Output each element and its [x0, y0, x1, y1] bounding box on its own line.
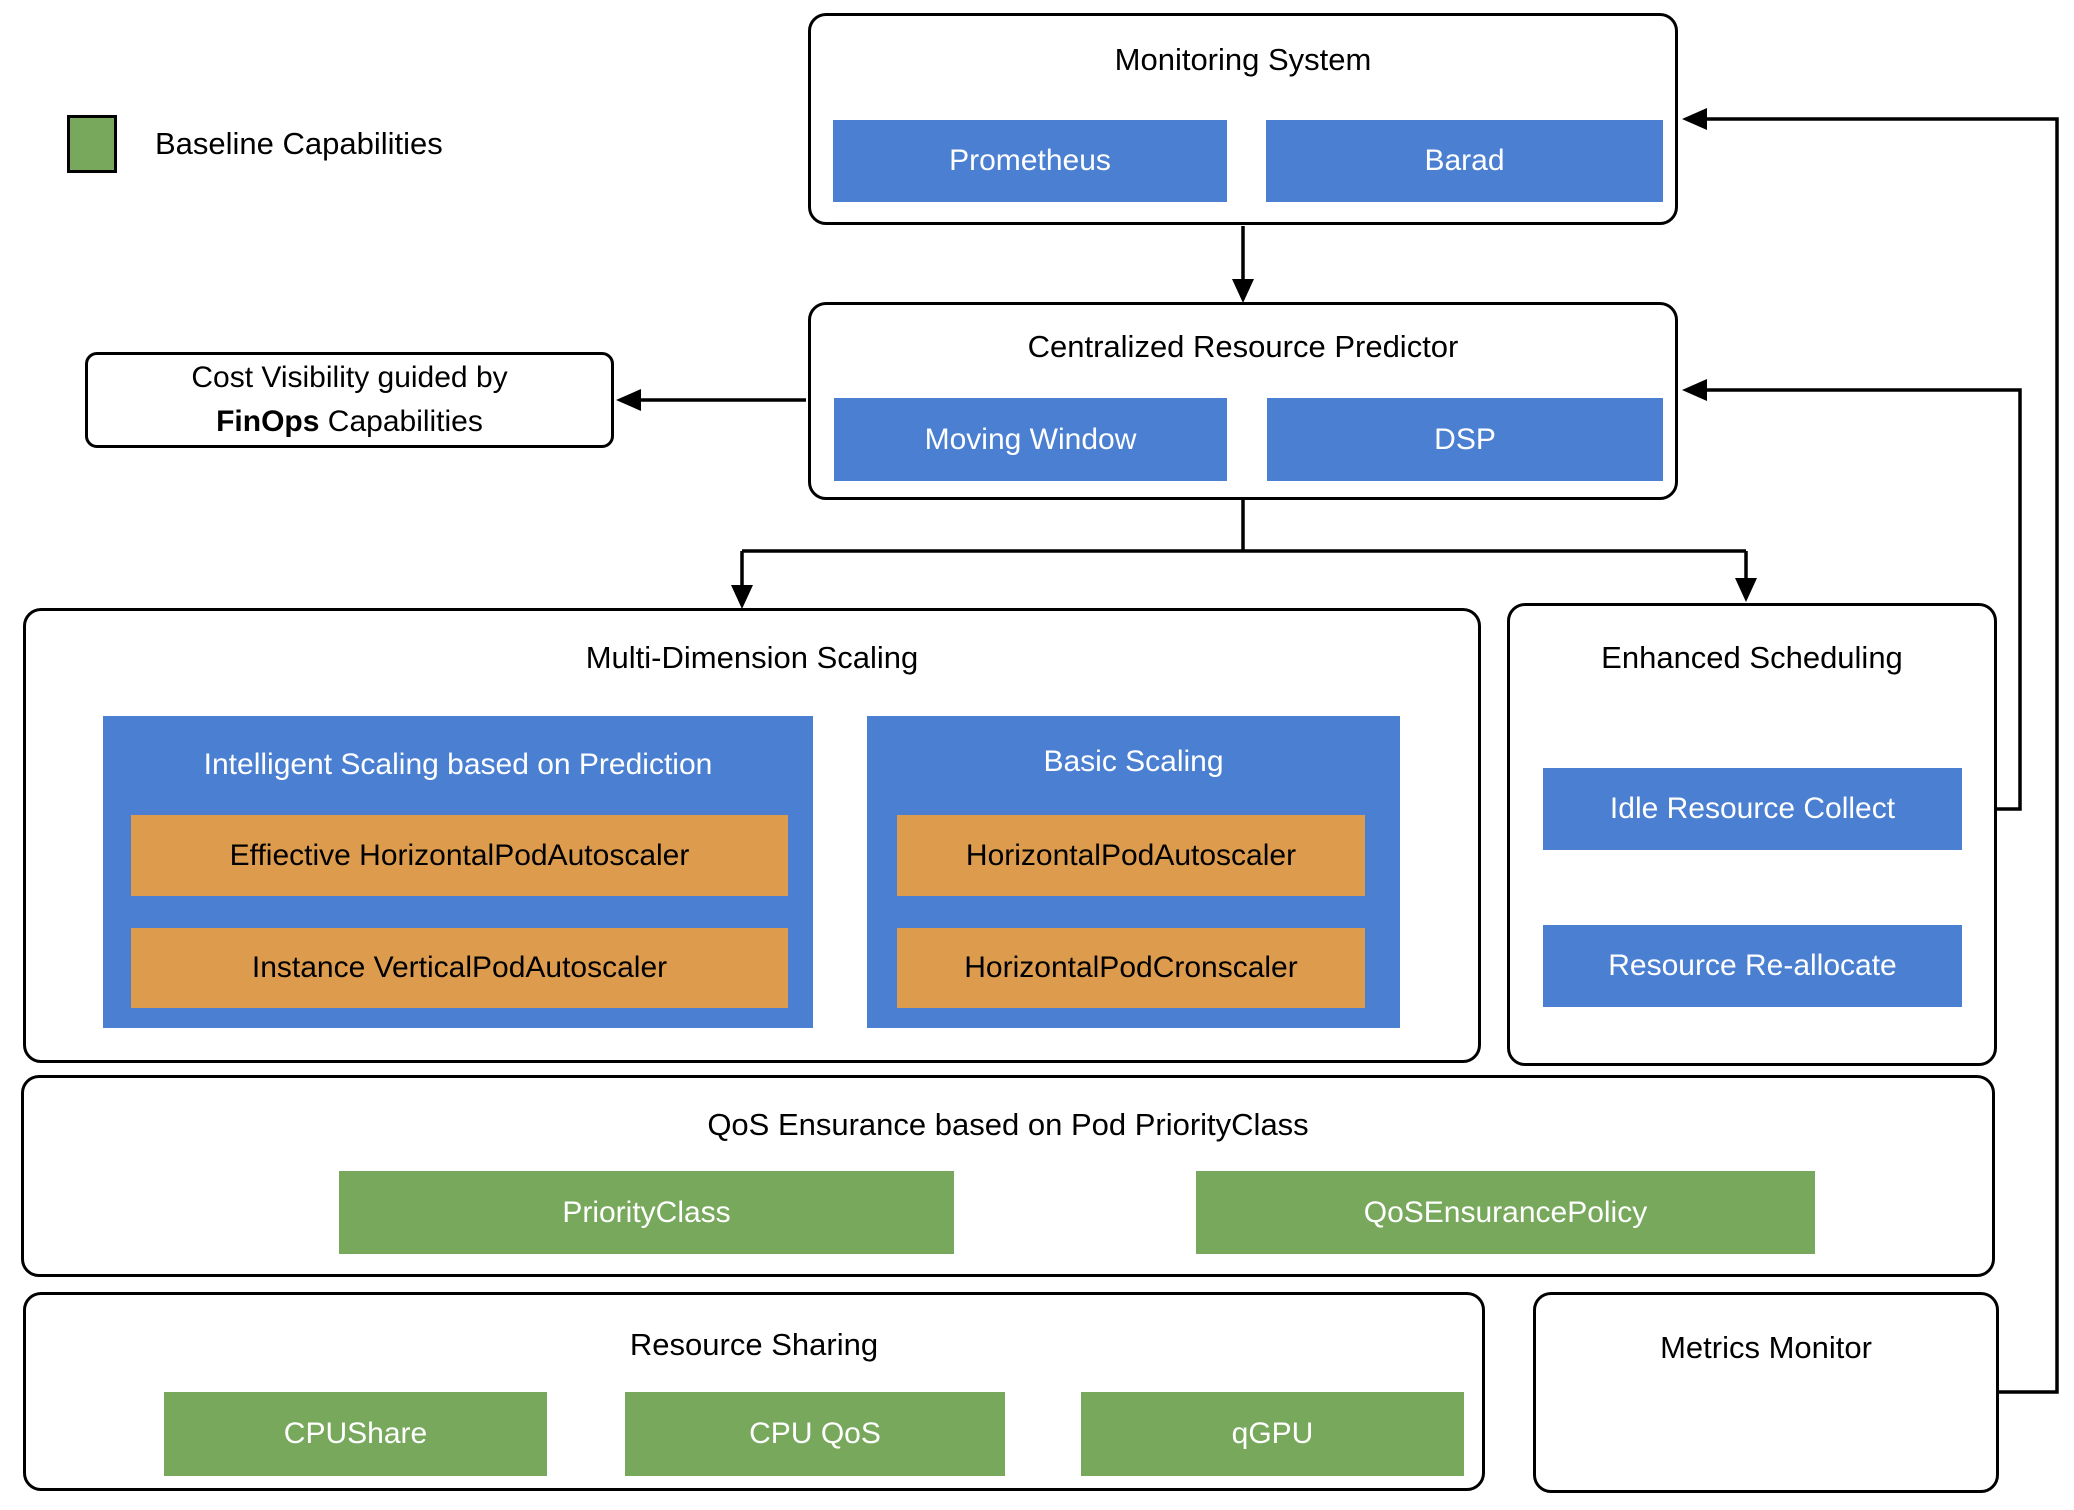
enhanced-scheduling-title: Enhanced Scheduling	[1601, 640, 1903, 675]
cost-visibility-finops: FinOps	[216, 405, 320, 438]
resource-sharing-box: Resource Sharing CPUShare CPU QoS qGPU	[23, 1292, 1485, 1491]
arrowhead-into-cost-box	[616, 389, 641, 411]
baseline-capability-swatch	[67, 115, 117, 173]
multi-dimension-scaling-title: Multi-Dimension Scaling	[585, 640, 919, 675]
predictor-title: Centralized Resource Predictor	[1027, 329, 1459, 364]
prometheus-chip: Prometheus	[833, 120, 1227, 202]
arrowhead-into-predictor-right	[1682, 379, 1707, 401]
arrowhead-into-predictor-top	[1232, 279, 1254, 303]
legend: Baseline Capabilities	[67, 115, 443, 173]
qos-ensurance-title: QoS Ensurance based on Pod PriorityClass	[707, 1107, 1309, 1142]
effective-hpa-chip: Effiective HorizontalPodAutoscaler	[131, 815, 788, 896]
cost-visibility-box: Cost Visibility guided by FinOps Capabil…	[85, 352, 614, 448]
monitoring-system-title: Monitoring System	[1114, 42, 1372, 77]
enhanced-scheduling-box: Enhanced Scheduling Idle Resource Collec…	[1507, 603, 1997, 1066]
cpushare-chip: CPUShare	[164, 1392, 547, 1476]
legend-label: Baseline Capabilities	[155, 126, 443, 161]
metrics-monitor-title: Metrics Monitor	[1660, 1330, 1872, 1365]
intelligent-scaling-title: Intelligent Scaling based on Prediction	[203, 748, 713, 781]
resource-reallocate-chip: Resource Re-allocate	[1543, 925, 1962, 1007]
intelligent-scaling-box: Intelligent Scaling based on Prediction …	[103, 716, 813, 1028]
cost-visibility-text: Cost Visibility guided by FinOps Capabil…	[191, 356, 507, 444]
barad-chip: Barad	[1266, 120, 1663, 202]
arrowhead-into-enhanced-scheduling	[1735, 578, 1757, 602]
qos-ensurance-box: QoS Ensurance based on Pod PriorityClass…	[21, 1075, 1995, 1277]
basic-scaling-box: Basic Scaling HorizontalPodAutoscaler Ho…	[867, 716, 1400, 1028]
centralized-resource-predictor-box: Centralized Resource Predictor Moving Wi…	[808, 302, 1678, 500]
multi-dimension-scaling-box: Multi-Dimension Scaling Intelligent Scal…	[23, 608, 1481, 1063]
qos-ensurance-policy-chip: QoSEnsurancePolicy	[1196, 1171, 1815, 1254]
cost-visibility-line2: Capabilities	[319, 405, 483, 438]
cpu-qos-chip: CPU QoS	[625, 1392, 1005, 1476]
hpa-chip: HorizontalPodAutoscaler	[897, 815, 1365, 896]
arrow-predictor-split-lines	[740, 500, 1748, 587]
dsp-chip: DSP	[1267, 398, 1663, 481]
instance-vpa-chip: Instance VerticalPodAutoscaler	[131, 928, 788, 1008]
metrics-monitor-box: Metrics Monitor	[1533, 1292, 1999, 1493]
monitoring-system-box: Monitoring System Prometheus Barad	[808, 13, 1678, 225]
arrowhead-into-monitoring-right	[1682, 108, 1707, 130]
moving-window-chip: Moving Window	[834, 398, 1227, 481]
idle-resource-collect-chip: Idle Resource Collect	[1543, 768, 1962, 850]
cost-visibility-line1: Cost Visibility guided by	[191, 361, 508, 394]
resource-sharing-title: Resource Sharing	[629, 1327, 879, 1362]
qgpu-chip: qGPU	[1081, 1392, 1464, 1476]
priorityclass-chip: PriorityClass	[339, 1171, 954, 1254]
basic-scaling-title: Basic Scaling	[1043, 745, 1224, 778]
arrowhead-into-mds	[731, 585, 753, 609]
hpc-chip: HorizontalPodCronscaler	[897, 928, 1365, 1008]
